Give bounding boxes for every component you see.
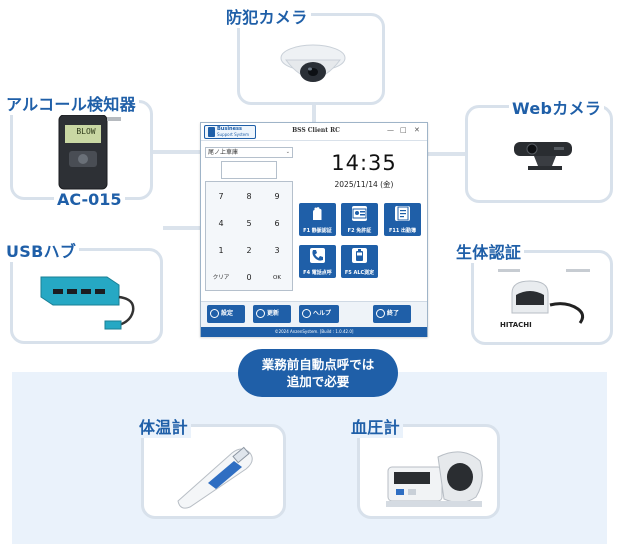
- alcohol-detector-icon: [58, 114, 121, 190]
- hand-icon: [313, 207, 322, 220]
- phone-icon: [310, 248, 325, 263]
- gear-icon: [210, 309, 219, 318]
- close-button[interactable]: ✕: [414, 126, 420, 134]
- clock-date: 2025/11/14 (金): [334, 180, 394, 189]
- help-icon: [302, 309, 311, 318]
- notice-line1: 業務前自動点呼では: [261, 357, 375, 372]
- help-label: ヘルプ: [313, 310, 332, 317]
- f2-label: F2 免許証: [347, 228, 372, 234]
- update-label: 更新: [267, 310, 280, 317]
- chevron-down-icon: ⌄: [285, 149, 290, 155]
- app-footer: ©2024 AnzenSystem. [Build : 1.0.42.0]: [201, 327, 427, 337]
- app-logo: Business Support System: [204, 125, 256, 139]
- help-button[interactable]: ヘルプ: [299, 305, 339, 323]
- close-icon: [376, 309, 385, 318]
- f1-vein-auth-button[interactable]: F1 静脈認証: [299, 203, 336, 236]
- thermometer-card: [141, 424, 286, 519]
- f5-label: F5 ALC測定: [344, 270, 375, 276]
- security-camera-card: [237, 13, 385, 105]
- thermometer-title: 体温計: [136, 414, 191, 438]
- maximize-button[interactable]: □: [400, 126, 407, 134]
- location-select[interactable]: 尾ノ上車庫 ⌄: [205, 147, 293, 158]
- key-6[interactable]: 6: [274, 219, 280, 228]
- minimize-button[interactable]: —: [387, 126, 394, 134]
- keypad: 7 8 9 4 5 6 1 2 3 クリア 0 OK: [205, 181, 293, 291]
- alcohol-detector-model: AC-015: [54, 190, 125, 209]
- app-window: Business Support System BSS Client RC — …: [200, 122, 428, 337]
- code-input[interactable]: [221, 161, 277, 179]
- app-titlebar: Business Support System BSS Client RC — …: [201, 123, 427, 141]
- webcam-card: [465, 105, 613, 203]
- settings-button[interactable]: 設定: [207, 305, 245, 323]
- exit-button[interactable]: 終了: [373, 305, 411, 323]
- key-5[interactable]: 5: [246, 219, 252, 228]
- notice-line2: 追加で必要: [286, 374, 350, 389]
- exit-label: 終了: [387, 310, 400, 317]
- f11-label: F11 出勤簿: [388, 228, 417, 234]
- f5-alc-check-button[interactable]: F5 ALC測定: [341, 245, 378, 278]
- key-2[interactable]: 2: [246, 246, 252, 255]
- usb-hub-card: [10, 248, 163, 344]
- logo-line2: Support System: [217, 132, 249, 137]
- key-7[interactable]: 7: [218, 192, 224, 201]
- settings-label: 設定: [221, 310, 234, 317]
- document-icon: [395, 206, 410, 221]
- f11-attendance-button[interactable]: F11 出勤簿: [384, 203, 421, 236]
- usb-hub-icon: [40, 276, 135, 330]
- connector-right: [428, 152, 468, 156]
- biometric-title: 生体認証: [453, 239, 525, 263]
- blood-pressure-monitor-icon: [386, 451, 483, 507]
- connector-left-upper: [140, 150, 202, 154]
- alcohol-detector-card: BLOW: [10, 100, 153, 200]
- app-title: BSS Client RC: [292, 127, 340, 134]
- connector-left-lower: [163, 226, 203, 230]
- license-card-icon: [352, 206, 367, 221]
- logo-mark: [208, 127, 215, 137]
- alcohol-check-icon: [352, 248, 367, 263]
- key-9[interactable]: 9: [274, 192, 280, 201]
- f4-label: F4 電話点呼: [303, 270, 332, 276]
- thermometer-icon: [177, 446, 253, 509]
- blood-pressure-title: 血圧計: [348, 414, 403, 438]
- dome-camera-icon: [280, 44, 346, 82]
- key-1[interactable]: 1: [218, 246, 224, 255]
- webcam-icon: [514, 142, 572, 170]
- notice-pill: 業務前自動点呼では 追加で必要: [238, 349, 398, 397]
- key-3[interactable]: 3: [274, 246, 280, 255]
- key-0[interactable]: 0: [246, 273, 252, 282]
- key-8[interactable]: 8: [246, 192, 252, 201]
- key-clear[interactable]: クリア: [212, 275, 230, 281]
- location-select-value: 尾ノ上車庫: [208, 149, 239, 156]
- logo-line1: Business: [217, 126, 242, 132]
- f4-phone-rollcall-button[interactable]: F4 電話点呼: [299, 245, 336, 278]
- f1-label: F1 静脈認証: [303, 228, 332, 234]
- alcohol-detector-title: アルコール検知器: [3, 91, 139, 115]
- update-button[interactable]: 更新: [253, 305, 291, 323]
- f2-license-button[interactable]: F2 免許証: [341, 203, 378, 236]
- biometric-card: HITACHI: [471, 250, 613, 345]
- connector-top: [312, 102, 316, 124]
- optional-devices-band: [12, 372, 607, 544]
- usb-hub-title: USBハブ: [3, 238, 80, 262]
- security-camera-title: 防犯カメラ: [223, 4, 311, 28]
- clock-time: 14:35: [331, 151, 397, 175]
- webcam-title: Webカメラ: [509, 95, 605, 119]
- hitachi-logo: HITACHI: [500, 321, 532, 329]
- key-ok[interactable]: OK: [273, 275, 281, 281]
- refresh-icon: [256, 309, 265, 318]
- finger-vein-scanner-icon: [498, 269, 590, 329]
- alcohol-display-text: BLOW: [76, 127, 96, 136]
- blood-pressure-card: [357, 424, 500, 519]
- key-4[interactable]: 4: [218, 219, 224, 228]
